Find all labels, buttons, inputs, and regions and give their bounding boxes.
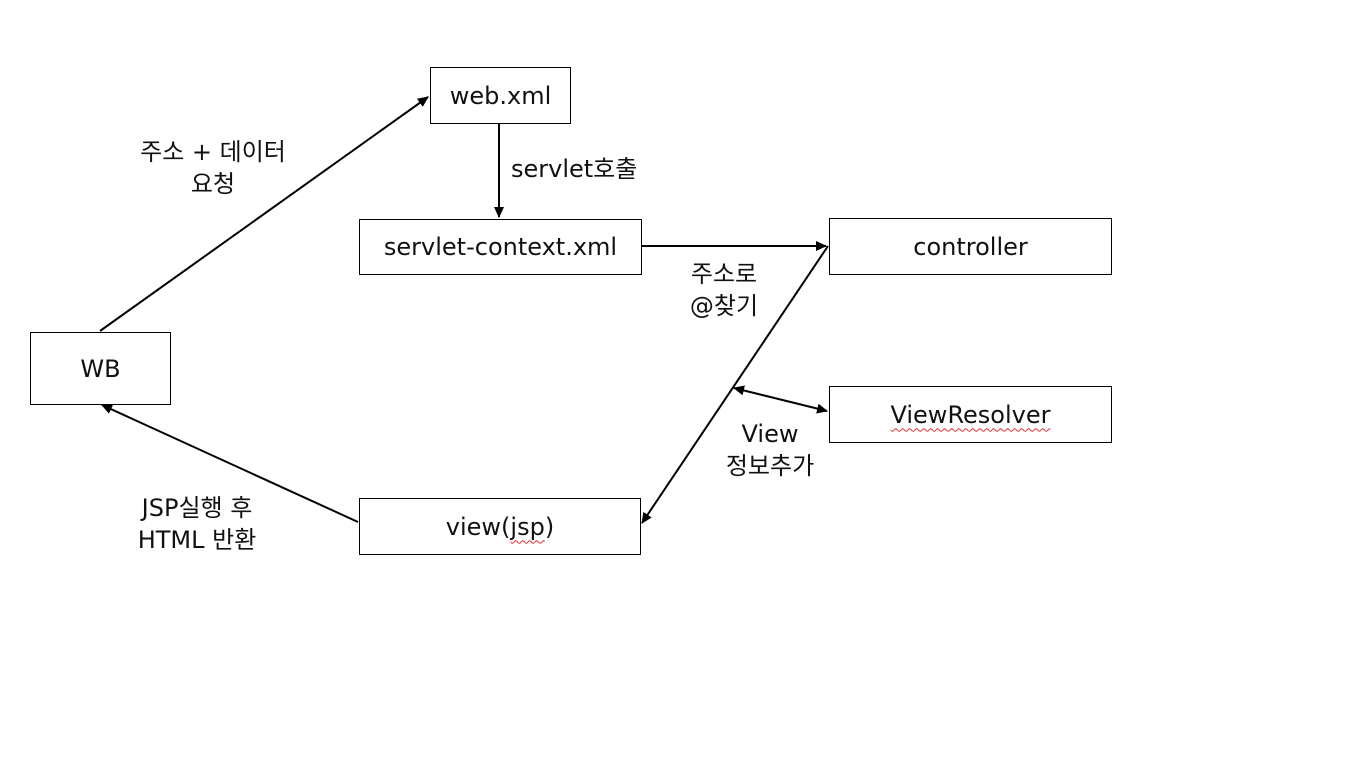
view-prefix: view(: [445, 512, 511, 541]
edge-label-find-line1: 주소로: [690, 260, 758, 288]
node-controller: controller: [829, 218, 1112, 275]
node-servlet-context-label: servlet-context.xml: [383, 233, 618, 261]
node-view-jsp-label: view(jsp): [446, 513, 554, 541]
edge-label-find-by-address: 주소로 @찾기: [664, 258, 784, 322]
edge-label-servlet-call-line1: servlet호출: [511, 155, 638, 183]
edge-label-html-return-line2: HTML 반환: [137, 526, 257, 554]
node-view-resolver: ViewResolver: [829, 386, 1112, 443]
arrow-viewresolver-to-controller-path: [733, 385, 828, 414]
arrow-controller-to-view: [641, 245, 829, 524]
edge-label-request-line1: 주소 + 데이터: [140, 138, 286, 166]
edge-label-view-info-line1: View: [741, 420, 799, 448]
node-web-xml: web.xml: [430, 67, 571, 124]
edge-label-html-return-line1: JSP실행 후: [141, 494, 253, 522]
node-view-resolver-label: ViewResolver: [890, 400, 1051, 429]
arrow-view-to-wb: [101, 404, 359, 523]
edge-label-find-line2: @찾기: [689, 292, 759, 320]
node-controller-label: controller: [913, 232, 1028, 261]
arrow-wb-to-webxml: [99, 96, 429, 332]
node-servlet-context: servlet-context.xml: [359, 219, 642, 275]
node-web-xml-label: web.xml: [449, 81, 552, 110]
edge-label-request-line2: 요청: [190, 170, 236, 198]
view-suffix: ): [544, 512, 555, 541]
node-view-jsp: view(jsp): [359, 498, 641, 555]
edge-label-servlet-call: servlet호출: [511, 153, 657, 185]
edge-label-view-info-line2: 정보추가: [725, 452, 815, 480]
node-wb: WB: [30, 332, 171, 405]
edge-label-html-return: JSP실행 후 HTML 반환: [112, 492, 282, 556]
node-wb-label: WB: [80, 354, 121, 383]
view-jsp-word: jsp: [510, 512, 545, 541]
edge-label-view-info: View 정보추가: [700, 418, 840, 482]
edge-label-request: 주소 + 데이터 요청: [113, 136, 313, 200]
